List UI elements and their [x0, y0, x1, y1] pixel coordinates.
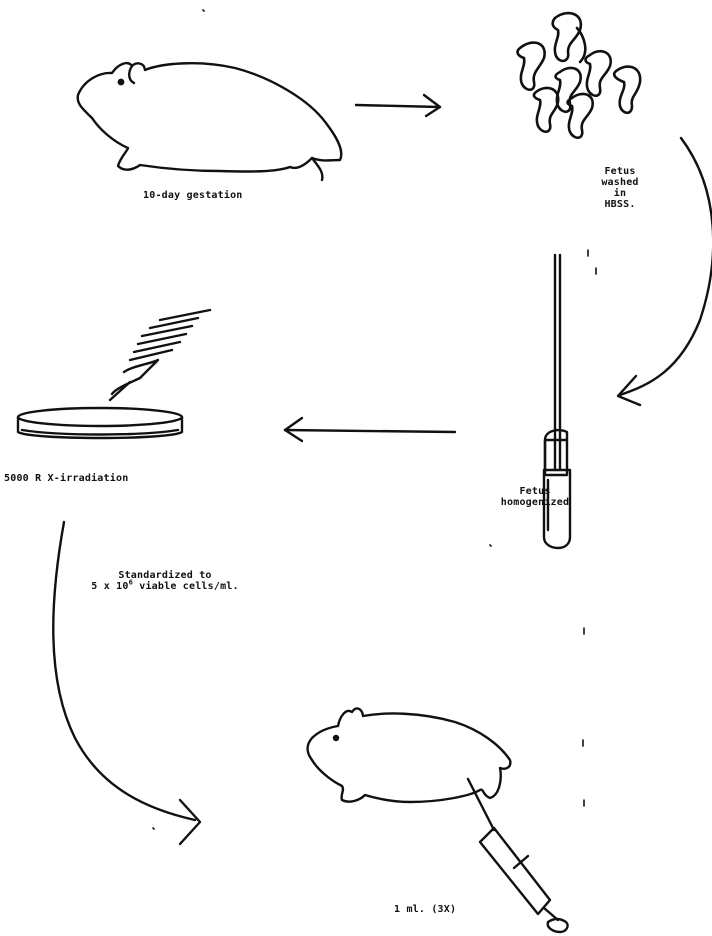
label-injection: 1 ml. (3X) — [394, 904, 456, 915]
label-fetus-washed-line-1: Fetus — [590, 166, 650, 177]
label-standardized-line-2: 5 x 106 viable cells/ml. — [50, 581, 280, 592]
label-irradiation: 5000 R X-irradiation — [4, 473, 128, 484]
label-standardized-suffix: viable cells/ml. — [133, 581, 239, 592]
label-fetus-washed-line-2: washed — [590, 177, 650, 188]
label-standardized: Standardized to 5 x 106 viable cells/ml. — [50, 570, 280, 592]
label-fetus-homogenized: Fetus homogenized — [490, 486, 580, 508]
x-ray-radiation-icon — [110, 310, 210, 400]
label-fetus-washed-line-3: in — [590, 188, 650, 199]
pregnant-mouse-icon — [78, 63, 342, 180]
label-gestation: 10-day gestation — [143, 190, 243, 201]
petri-dish-icon — [18, 408, 182, 438]
label-standardized-line-1: Standardized to — [50, 570, 280, 581]
injected-mouse-icon — [308, 709, 511, 802]
label-standardized-prefix: 5 x 10 — [91, 581, 128, 592]
arrow-left-icon — [285, 418, 455, 441]
syringe-icon — [468, 779, 568, 932]
label-fetus-homogenized-line-2: homogenized — [490, 497, 580, 508]
label-fetus-homogenized-line-1: Fetus — [490, 486, 580, 497]
arrow-right-icon — [356, 95, 440, 116]
label-fetus-washed-line-4: HBSS. — [590, 199, 650, 210]
fetus-cluster-icon — [517, 13, 640, 138]
label-fetus-washed: Fetus washed in HBSS. — [590, 166, 650, 210]
scan-speckles — [153, 10, 596, 829]
